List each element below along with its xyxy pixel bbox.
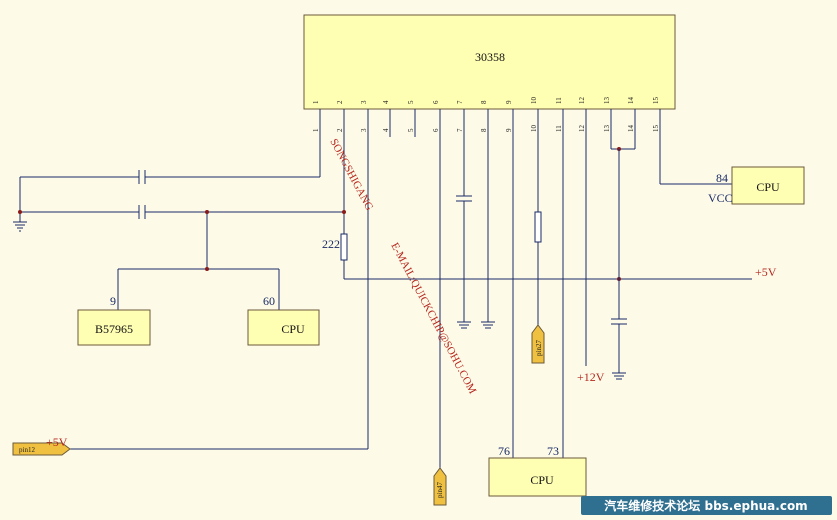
pin47-tag bbox=[433, 467, 447, 506]
pin27-tag-label: pin27 bbox=[535, 340, 543, 356]
cpu-bottom-pin-76: 76 bbox=[498, 444, 510, 458]
ic-pin-15-inner-label: 15 bbox=[652, 97, 660, 105]
ground-symbol-left bbox=[13, 210, 27, 232]
ic-30358-label: 30358 bbox=[475, 50, 505, 64]
ic-pin-7-outer-label: 7 bbox=[456, 128, 464, 132]
ic-pin-12-outer-label: 12 bbox=[578, 125, 586, 133]
cpu-bottom-pin-73: 73 bbox=[547, 444, 559, 458]
ic-pin-1-inner-label: 1 bbox=[312, 100, 320, 104]
cpu-bottom-box bbox=[488, 457, 587, 497]
resistor-222 bbox=[340, 233, 348, 279]
pin12-tag bbox=[12, 442, 71, 456]
ic-pin-5-outer-label: 5 bbox=[407, 128, 415, 132]
pin27-tag bbox=[531, 324, 545, 364]
ic-pin-13-inner-label: 13 bbox=[603, 97, 611, 105]
ic-30358-body bbox=[303, 14, 676, 110]
ic-pin-6-inner-label: 6 bbox=[432, 100, 440, 104]
ic-pin-10-outer-label: 10 bbox=[530, 125, 538, 133]
footer-watermark-bg bbox=[581, 496, 832, 515]
ic-pin-2-outer-label: 2 bbox=[336, 128, 344, 132]
pin8-ground bbox=[481, 321, 495, 329]
pin12-tag-label: pin12 bbox=[19, 446, 35, 454]
ic-pin-3-inner-label: 3 bbox=[360, 100, 368, 104]
ic-pin-12-inner-label: 12 bbox=[578, 97, 586, 105]
pin10-resistor bbox=[534, 211, 542, 325]
pin13-14-branch bbox=[611, 147, 627, 380]
ic-pin-4-outer-label: 4 bbox=[382, 128, 390, 132]
ic-pin-9-inner-label: 9 bbox=[505, 100, 513, 104]
cpu-bottom-label: CPU bbox=[530, 473, 554, 487]
ic-pin-7-inner-label: 7 bbox=[456, 100, 464, 104]
ic-pin-4-inner-label: 4 bbox=[382, 100, 390, 104]
ic-pin-11-inner-label: 11 bbox=[555, 97, 563, 104]
ic-pin-14-outer-label: 14 bbox=[627, 125, 635, 133]
ic-pin-3-outer-label: 3 bbox=[360, 128, 368, 132]
b57965-label: B57965 bbox=[95, 322, 133, 336]
cpu-right-box bbox=[731, 166, 805, 205]
watermark-email: E-MAIL:QUICKCHIP@SOHU.COM bbox=[388, 241, 478, 396]
cpu-left-label: CPU bbox=[281, 322, 305, 336]
ic-pin-11-outer-label: 11 bbox=[555, 125, 563, 132]
ic-pin-labels: 1122334455667788991010111112121313141415… bbox=[312, 97, 660, 133]
ic-pin-leads bbox=[319, 109, 661, 468]
pin2-capacitor-branch bbox=[20, 205, 346, 310]
pin1-capacitor-branch bbox=[19, 170, 320, 222]
pin7-capacitor bbox=[456, 195, 472, 329]
ic-pin-15-outer-label: 15 bbox=[652, 125, 660, 133]
ic-pin-5-inner-label: 5 bbox=[407, 100, 415, 104]
cpu-right-vcc: VCC bbox=[708, 191, 733, 205]
cpu-left-pin: 60 bbox=[263, 294, 275, 308]
ic-pin-10-inner-label: 10 bbox=[530, 97, 538, 105]
b57965-box bbox=[77, 309, 151, 346]
footer-watermark: 汽车维修技术论坛 bbs.ephua.com bbox=[604, 498, 807, 513]
ic-pin-9-outer-label: 9 bbox=[505, 128, 513, 132]
ic-pin-6-outer-label: 6 bbox=[432, 128, 440, 132]
ic-pin-13-outer-label: 13 bbox=[603, 125, 611, 133]
b57965-pin: 9 bbox=[110, 294, 116, 308]
resistor-222-label: 222 bbox=[322, 237, 340, 251]
cpu-right-label: CPU bbox=[756, 180, 780, 194]
plus5v-left-label: +5V bbox=[46, 435, 68, 449]
ic-pin-14-inner-label: 14 bbox=[627, 97, 635, 105]
ic-pin-8-inner-label: 8 bbox=[480, 100, 488, 104]
ic-pin-2-inner-label: 2 bbox=[336, 100, 344, 104]
plus5v-right-label: +5V bbox=[755, 265, 777, 279]
cpu-right-pin: 84 bbox=[716, 171, 728, 185]
pin47-tag-label: pin47 bbox=[436, 482, 444, 498]
plus12v-label: +12V bbox=[577, 370, 605, 384]
ic-pin-8-outer-label: 8 bbox=[480, 128, 488, 132]
ic-pin-1-outer-label: 1 bbox=[312, 128, 320, 132]
cpu-left-box bbox=[247, 309, 320, 346]
